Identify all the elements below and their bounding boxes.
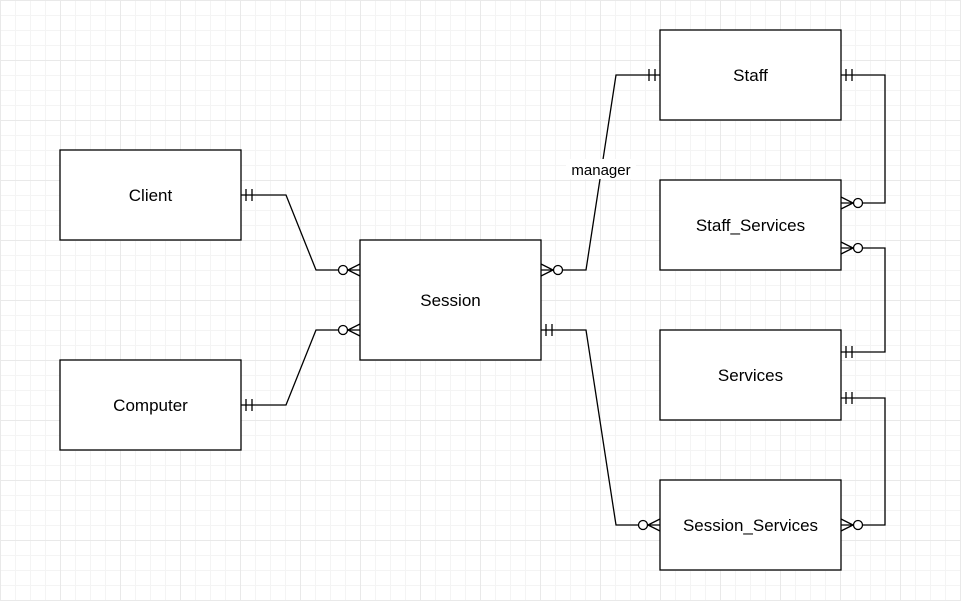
zero-many-marker-sessionservices-right <box>840 518 864 532</box>
entity-services[interactable]: Services <box>659 329 842 421</box>
rel-label-manager-group: manager <box>566 159 636 179</box>
entity-staff-label: Staff <box>733 66 768 85</box>
entity-client[interactable]: Client <box>59 149 242 241</box>
zero-many-marker-session-client <box>337 263 361 277</box>
rel-services-staffservices[interactable] <box>841 247 886 353</box>
entity-session-label: Session <box>420 291 480 310</box>
zero-many-marker-session-staff <box>540 263 564 277</box>
one-only-marker-services-upper <box>845 346 853 358</box>
one-only-marker-services-lower <box>845 392 853 404</box>
entity-session-services-label: Session_Services <box>683 516 818 535</box>
entity-services-label: Services <box>718 366 783 385</box>
entity-staff[interactable]: Staff <box>659 29 842 121</box>
rel-staff-staffservices[interactable] <box>841 74 886 204</box>
rel-client-session[interactable] <box>241 194 360 271</box>
entity-staff-services-label: Staff_Services <box>696 216 805 235</box>
zero-many-marker-sessionservices-left <box>637 518 661 532</box>
zero-many-marker-session-computer <box>337 323 361 337</box>
one-only-marker-session-bottom <box>545 324 553 336</box>
rel-computer-session[interactable] <box>241 329 360 406</box>
relationships-layer <box>241 74 886 526</box>
rel-label-manager: manager <box>571 162 630 179</box>
entities-layer: Client Computer Session Staff Staff_Serv… <box>59 29 842 571</box>
one-only-marker-client <box>245 189 253 201</box>
zero-many-marker-staffservices-top <box>840 196 864 210</box>
entity-computer-label: Computer <box>113 396 188 415</box>
entity-session[interactable]: Session <box>359 239 542 361</box>
entity-computer[interactable]: Computer <box>59 359 242 451</box>
entity-staff-services[interactable]: Staff_Services <box>659 179 842 271</box>
one-only-marker-computer <box>245 399 253 411</box>
cardinality-markers <box>245 69 864 532</box>
one-only-marker-staff-right <box>845 69 853 81</box>
zero-many-marker-staffservices-bottom <box>840 241 864 255</box>
entity-session-services[interactable]: Session_Services <box>659 479 842 571</box>
rel-session-sessionservices[interactable] <box>541 329 660 526</box>
entity-client-label: Client <box>129 186 173 205</box>
one-only-marker-staff-left <box>648 69 656 81</box>
rel-services-sessionservices[interactable] <box>841 397 886 526</box>
